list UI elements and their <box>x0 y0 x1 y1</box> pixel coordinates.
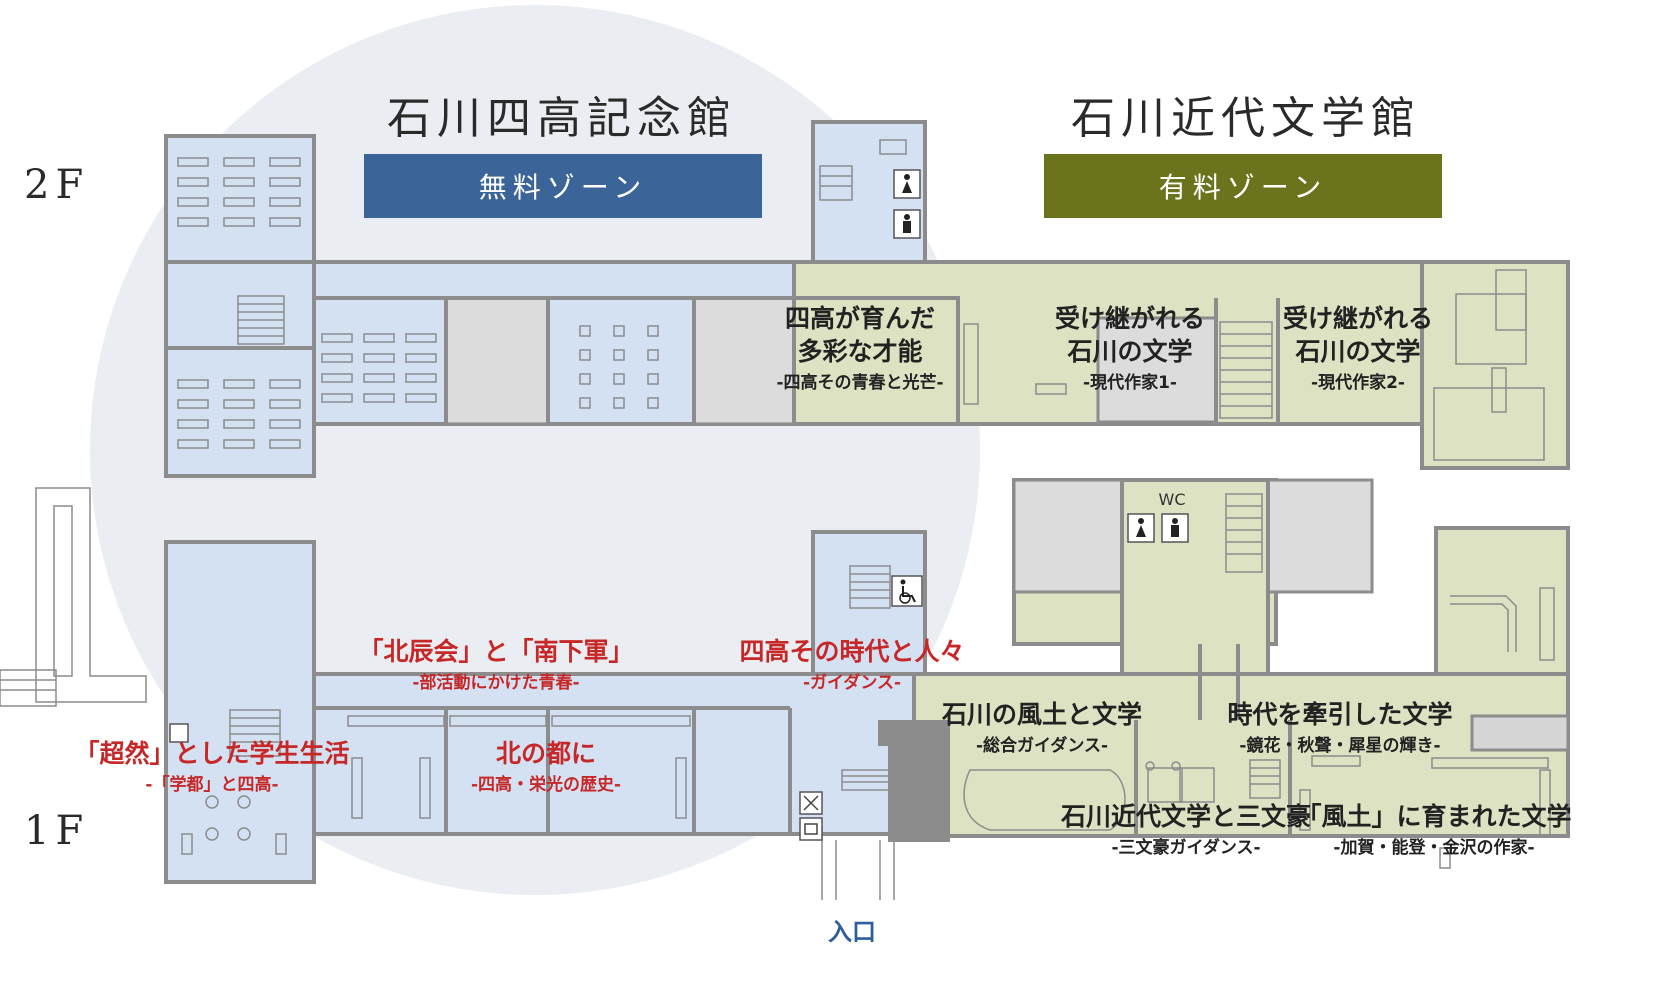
2f-left-wing <box>164 134 316 478</box>
1f-male-restroom-icon <box>1161 513 1189 543</box>
room-1f-three-masters-subtitle: -三文豪ガイダンス- <box>1111 838 1261 858</box>
room-1f-leading-literature-subtitle: -鏡花・秋聲・犀星の輝き- <box>1239 736 1441 756</box>
1f-exhibit-wing <box>912 672 1570 838</box>
room-1f-guidance-subtitle: -ガイダンス- <box>802 673 902 693</box>
2f-east-wing <box>1420 260 1570 470</box>
room-1f-three-masters[interactable]: 石川近代文学と三文豪 -三文豪ガイダンス- <box>1061 800 1311 858</box>
room-1f-hokushinkai[interactable]: 「北辰会」と「南下軍」 -部活動にかけた青春- <box>358 632 633 693</box>
room-1f-leading-literature-title: 時代を牽引した文学 <box>1227 700 1453 729</box>
floor-1-plan <box>0 478 1570 900</box>
room-1f-guidance[interactable]: 四高その時代と人々 -ガイダンス- <box>739 632 964 693</box>
room-1f-three-masters-title: 石川近代文学と三文豪 <box>1060 802 1312 831</box>
free-zone-badge: 無料ゾーン <box>364 154 762 218</box>
room-2f-talents[interactable]: 四高が育んだ 多彩な才能 -四高その青春と光芒- <box>776 302 943 393</box>
1f-female-restroom-icon <box>1127 513 1155 543</box>
room-1f-student-life-subtitle: -「学都」と四高- <box>145 775 279 795</box>
room-2f-modern-2-subtitle: -現代作家2- <box>1311 373 1405 393</box>
floor-2-plan <box>164 120 1570 478</box>
room-2f-talents-title-1: 四高が育んだ <box>784 304 935 333</box>
room-2f-modern-1-title-2: 石川の文学 <box>1067 337 1193 366</box>
room-1f-student-life-title: 「超然」とした学生生活 <box>74 739 350 768</box>
room-2f-modern-2-title-1: 受け継がれる <box>1282 304 1434 333</box>
locker-icon <box>799 791 823 815</box>
room-1f-leading-literature[interactable]: 時代を牽引した文学 -鏡花・秋聲・犀星の輝き- <box>1227 698 1452 756</box>
room-1f-hokushinkai-subtitle: -部活動にかけた青春- <box>412 673 580 693</box>
room-1f-guidance-title: 四高その時代と人々 <box>739 637 965 666</box>
room-2f-modern-1-title-1: 受け継がれる <box>1054 304 1206 333</box>
restroom-label: WC <box>1158 490 1186 509</box>
room-2f-modern-1[interactable]: 受け継がれる 石川の文学 -現代作家1- <box>1055 302 1205 393</box>
1f-stair-tower <box>811 530 927 676</box>
room-1f-history[interactable]: 北の都に -四高・栄光の歴史- <box>471 734 621 795</box>
room-1f-regional-writers-title: 「風土」に育まれた文学 <box>1296 802 1572 831</box>
room-2f-modern-2[interactable]: 受け継がれる 石川の文学 -現代作家2- <box>1283 302 1433 393</box>
room-1f-history-title: 北の都に <box>495 739 596 768</box>
room-1f-regional-writers-subtitle: -加賀・能登・金沢の作家- <box>1333 838 1535 858</box>
right-building-title: 石川近代文学館 <box>1071 93 1421 144</box>
room-1f-general-guidance-subtitle: -総合ガイダンス- <box>975 736 1109 756</box>
floor-label-1f: 1F <box>24 808 90 854</box>
accessibility-sign-icon <box>169 723 189 743</box>
room-1f-hokushinkai-title: 「北辰会」と「南下軍」 <box>358 637 634 666</box>
1f-left-wing <box>164 540 316 884</box>
2f-closed-room-3 <box>1096 316 1218 424</box>
left-building-title: 石川四高記念館 <box>387 93 737 144</box>
wheelchair-icon <box>891 575 923 607</box>
room-1f-general-guidance-title: 石川の風土と文学 <box>941 700 1143 729</box>
1f-east-tower <box>1434 526 1570 676</box>
floor-label-2f: 2F <box>24 162 90 208</box>
room-1f-history-subtitle: -四高・栄光の歴史- <box>470 775 622 795</box>
room-1f-regional-writers[interactable]: 「風土」に育まれた文学 -加賀・能登・金沢の作家- <box>1296 800 1571 858</box>
2f-male-restroom-icon <box>893 209 921 239</box>
room-1f-student-life[interactable]: 「超然」とした学生生活 -「学都」と四高- <box>74 734 349 795</box>
room-2f-talents-subtitle: -四高その青春と光芒- <box>776 373 944 393</box>
room-2f-talents-title-2: 多彩な才能 <box>797 337 923 366</box>
1f-restroom-block <box>1120 478 1270 676</box>
paid-zone-badge: 有料ゾーン <box>1044 154 1442 218</box>
room-1f-general-guidance[interactable]: 石川の風土と文学 -総合ガイダンス- <box>942 698 1142 756</box>
room-2f-modern-2-title-2: 石川の文学 <box>1295 337 1421 366</box>
1f-corridor <box>312 672 916 836</box>
coin-locker-icon <box>799 817 823 841</box>
room-2f-modern-1-subtitle: -現代作家1- <box>1083 373 1177 393</box>
entrance-label[interactable]: 入口 <box>828 918 876 946</box>
2f-closed-room-1 <box>444 296 550 426</box>
2f-female-restroom-icon <box>893 169 921 199</box>
